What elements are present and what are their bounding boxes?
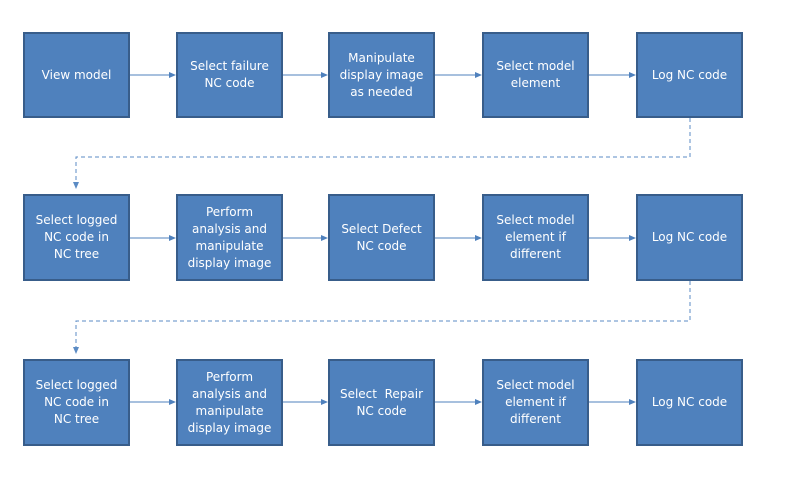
flow-step-log-nc-code-2: Log NC code: [636, 194, 743, 281]
flow-step-log-nc-code-3: Log NC code: [636, 359, 743, 446]
flow-step-view-model: View model: [23, 32, 130, 118]
flow-step-perform-analysis-3: Perform analysis and manipulate display …: [176, 359, 283, 446]
feedback-connector-1: [73, 118, 691, 189]
flow-step-select-logged-nc-code-2: Select logged NC code in NC tree: [23, 194, 130, 281]
flow-step-perform-analysis-2: Perform analysis and manipulate display …: [176, 194, 283, 281]
flow-step-select-repair-nc-code: Select Repair NC code: [328, 359, 435, 446]
flow-step-select-model-element: Select model element: [482, 32, 589, 118]
flow-step-select-logged-nc-code-3: Select logged NC code in NC tree: [23, 359, 130, 446]
flow-step-select-model-element-if-different-3: Select model element if different: [482, 359, 589, 446]
flow-step-manipulate-display-image: Manipulate display image as needed: [328, 32, 435, 118]
flow-step-select-failure-nc-code: Select failure NC code: [176, 32, 283, 118]
flow-step-select-model-element-if-different-2: Select model element if different: [482, 194, 589, 281]
flow-step-log-nc-code-1: Log NC code: [636, 32, 743, 118]
feedback-connector-2: [73, 281, 691, 354]
flow-step-select-defect-nc-code: Select Defect NC code: [328, 194, 435, 281]
